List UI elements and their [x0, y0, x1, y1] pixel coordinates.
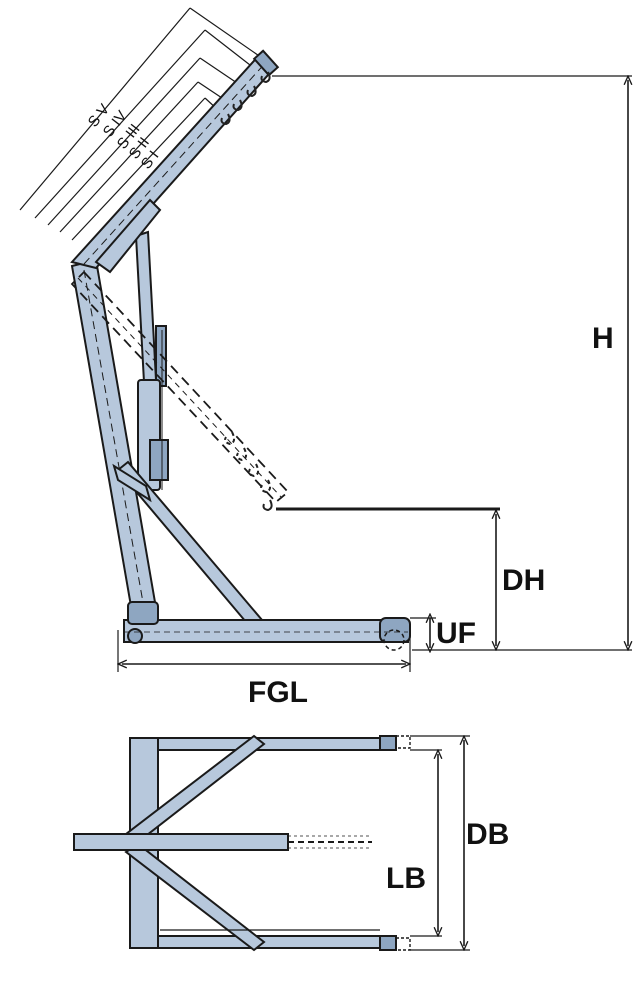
label-uf: UF — [436, 617, 476, 650]
dimension-db: DB — [410, 736, 509, 950]
boom-top — [73, 833, 289, 851]
brace-bracket — [112, 463, 152, 503]
label-fgl: FGL — [248, 676, 308, 709]
label-db: DB — [466, 818, 509, 851]
label-dh: DH — [502, 564, 545, 597]
castor-bottom — [379, 935, 397, 951]
dimension-fgl: FGL — [118, 630, 410, 709]
label-lb: LB — [386, 862, 426, 895]
base-frame — [123, 601, 411, 651]
side-view: S V S IV S III S II S I — [19, 7, 632, 709]
label-h: H — [592, 322, 614, 355]
mast-centerline — [83, 269, 145, 609]
boom-centerline — [83, 59, 269, 265]
castor-top — [379, 735, 397, 751]
dimension-lb: LB — [160, 750, 442, 936]
leg-top — [157, 737, 385, 751]
boom-dimension-lines — [19, 7, 266, 241]
boom-brace — [94, 198, 162, 274]
dimension-dh: DH — [276, 507, 545, 646]
dimension-uf: UF — [410, 617, 476, 650]
boom-hooks — [220, 49, 280, 126]
leg-bottom — [157, 935, 385, 949]
top-view: LB DB — [73, 734, 509, 952]
dimension-h: H — [272, 76, 632, 650]
boom-lowered-ghost — [70, 270, 290, 512]
